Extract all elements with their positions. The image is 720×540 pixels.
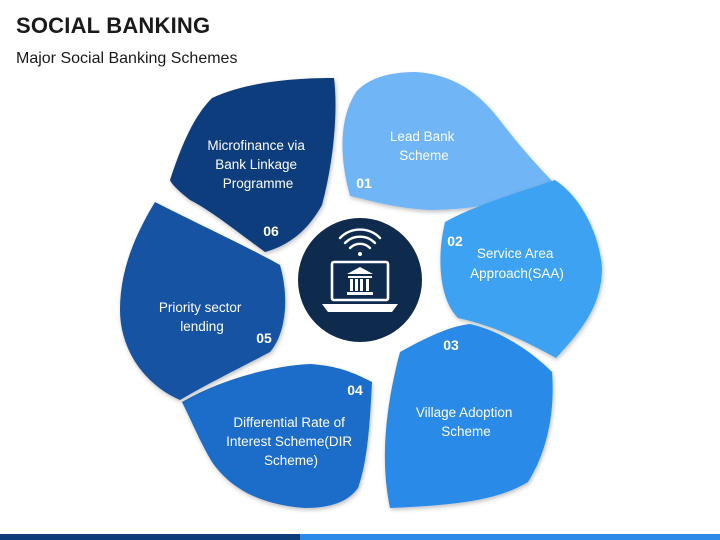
- step-02-line-1: Service Area: [477, 246, 554, 261]
- step-05-line-1: Priority sector: [159, 300, 242, 315]
- step-05-number: 05: [256, 330, 272, 346]
- step-06-line-1: Microfinance via: [207, 138, 305, 153]
- step-03-line-1: Village Adoption: [416, 405, 513, 420]
- step-01-line-1: Lead Bank: [390, 129, 455, 144]
- page-title: SOCIAL BANKING: [16, 13, 211, 38]
- step-04-line-1: Differential Rate of: [233, 415, 345, 430]
- step-02-petal: [440, 180, 602, 358]
- page-subtitle: Major Social Banking Schemes: [16, 50, 238, 67]
- step-06-petal: [170, 78, 336, 252]
- step-01-number: 01: [356, 175, 372, 191]
- step-01-petal: [342, 72, 553, 210]
- step-05: Priority sector lending 05: [120, 202, 286, 400]
- bank-laptop-wifi-icon: [322, 228, 398, 312]
- bottom-bar-dark: [0, 534, 300, 540]
- bottom-accent-bar: [0, 534, 720, 540]
- step-03-petal: [384, 324, 553, 508]
- step-06-number: 06: [263, 223, 279, 239]
- step-02-line-2: Approach(SAA): [470, 266, 564, 281]
- step-06-line-3: Programme: [223, 176, 294, 191]
- bottom-bar-light: [300, 534, 720, 540]
- center-hub: [294, 214, 426, 346]
- step-01-line-2: Scheme: [399, 148, 449, 163]
- step-03-label: Village Adoption Scheme: [416, 405, 516, 439]
- step-01: Lead Bank Scheme 01: [342, 72, 553, 210]
- step-06-line-2: Bank Linkage: [215, 157, 297, 172]
- step-02-number: 02: [447, 233, 463, 249]
- step-02-label: Service Area Approach(SAA): [470, 246, 564, 281]
- step-03: Village Adoption Scheme 03: [384, 324, 553, 508]
- step-06: Microfinance via Bank Linkage Programme …: [170, 78, 336, 252]
- step-05-line-2: lending: [180, 319, 224, 334]
- step-04-petal: [182, 364, 372, 508]
- step-04-line-3: Scheme): [264, 453, 318, 468]
- step-03-line-2: Scheme: [441, 424, 491, 439]
- step-05-label: Priority sector lending: [159, 300, 245, 334]
- step-04-number: 04: [347, 382, 363, 398]
- step-02: Service Area Approach(SAA) 02: [440, 180, 602, 358]
- step-03-number: 03: [443, 337, 459, 353]
- step-04-line-2: Interest Scheme(DIR: [226, 434, 352, 449]
- step-04: Differential Rate of Interest Scheme(DIR…: [182, 364, 372, 508]
- step-06-label: Microfinance via Bank Linkage Programme: [207, 138, 308, 191]
- step-05-petal: [120, 202, 286, 400]
- step-01-label: Lead Bank Scheme: [390, 129, 458, 163]
- step-04-label: Differential Rate of Interest Scheme(DIR…: [226, 415, 356, 468]
